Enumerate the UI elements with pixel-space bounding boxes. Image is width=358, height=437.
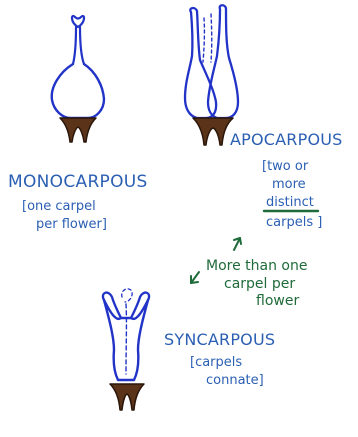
monocarpous-stigma: [72, 16, 84, 27]
apocarpous-receptacle: [193, 118, 233, 145]
monocarpous-ovary: [52, 64, 104, 118]
monocarpous-style-right: [80, 27, 84, 64]
apocarpous-desc-line3: distinct: [266, 195, 314, 210]
apocarpous-desc-line1: [two or: [262, 159, 309, 174]
apocarpous-title: APOCARPOUS: [230, 130, 343, 149]
syncarpous-title: SYNCARPOUS: [164, 330, 275, 349]
monocarpous-style-left: [73, 27, 76, 64]
apocarpous-pistil: [185, 5, 238, 145]
apocarpous-dashed-right: [211, 14, 212, 62]
monocarpous-title: MONOCARPOUS: [8, 172, 148, 192]
up-arrow-icon: [234, 238, 241, 250]
down-left-arrow-icon: [191, 272, 199, 283]
monocarpous-pistil: [52, 16, 104, 142]
syncarpous-receptacle: [110, 384, 144, 410]
apocarpous-dashed-left: [203, 18, 204, 62]
monocarpous-desc-line2: per flower]: [36, 217, 107, 232]
note-line3: flower: [256, 293, 299, 309]
syncarpous-desc-line2: connate]: [206, 373, 264, 388]
apocarpous-desc-line2: more: [272, 177, 306, 192]
syncarpous-desc-line1: [carpels: [190, 355, 242, 370]
apocarpous-carpel-right: [208, 5, 238, 118]
monocarpous-receptacle: [60, 118, 96, 142]
syncarpous-pistil: [103, 289, 149, 410]
apocarpous-desc-line4: carpels ]: [266, 215, 322, 230]
syncarpous-stigma-mid-dashed: [122, 289, 132, 302]
note-line1: More than one: [206, 258, 307, 274]
monocarpous-desc-line1: [one carpel: [22, 199, 96, 214]
note-line2: carpel per: [224, 276, 295, 292]
apocarpous-carpel-left: [185, 8, 216, 118]
